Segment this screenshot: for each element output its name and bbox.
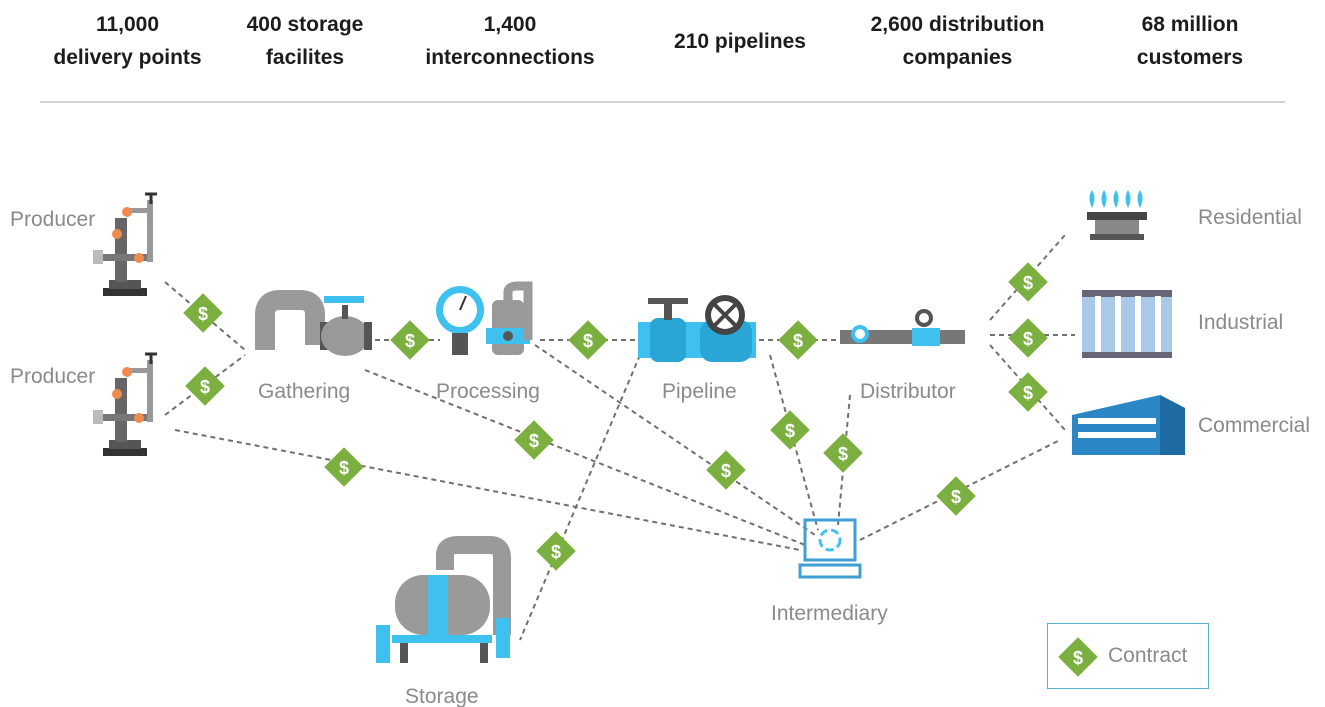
stat-customers: 68 million customers	[1105, 8, 1275, 74]
node-label-intermediary: Intermediary	[771, 602, 888, 625]
contract-diamond-icon	[390, 320, 430, 360]
contract-diamond-icon	[183, 293, 223, 333]
stat-distribution-companies: 2,600 distribution companies	[850, 8, 1065, 74]
contract-diamond-icon	[1008, 318, 1048, 358]
node-label-processing: Processing	[436, 380, 540, 403]
gas-burner-icon	[1087, 190, 1147, 240]
intermediary-laptop-icon	[798, 518, 862, 579]
svg-text:$: $	[1073, 648, 1083, 668]
node-label-distributor: Distributor	[860, 380, 956, 403]
wellhead-icon	[93, 192, 157, 296]
header-divider	[40, 101, 1285, 103]
contract-diamond-icon	[568, 320, 608, 360]
node-label-residential: Residential	[1198, 206, 1302, 229]
stat-delivery-points: 11,000 delivery points	[40, 8, 215, 74]
stat-value: 1,400	[483, 13, 537, 36]
node-label-industrial: Industrial	[1198, 311, 1283, 334]
stat-value: 11,000	[95, 13, 160, 36]
stat-value: 2,600 distribution	[870, 13, 1045, 36]
contract-diamond-icon	[324, 447, 364, 487]
distributor-meter-icon	[840, 309, 965, 346]
contract-diamond-icon	[770, 410, 810, 450]
stat-value: 400 storage	[246, 13, 364, 36]
legend: $ Contract	[1047, 623, 1209, 689]
contract-diamond-icon	[823, 433, 863, 473]
gathering-pipe-icon	[255, 290, 372, 356]
node-label-pipeline: Pipeline	[662, 380, 737, 403]
stats-bar: 11,000 delivery points 400 storage facil…	[0, 0, 1325, 100]
contract-diamond-icon	[778, 320, 818, 360]
processing-gauge-icon	[436, 281, 533, 355]
storage-tank-icon	[376, 536, 511, 663]
stat-interconnections: 1,400 interconnections	[415, 8, 605, 74]
pipeline-valve-icon	[638, 295, 756, 362]
contract-diamond-icon	[185, 366, 225, 406]
commercial-building-icon	[1072, 395, 1185, 455]
stat-label: companies	[902, 46, 1013, 69]
stat-value: 68 million	[1141, 13, 1239, 36]
contract-diamond-icon	[1008, 262, 1048, 302]
contract-diamond-icon	[514, 420, 554, 460]
stat-storage-facilities: 400 storage facilites	[220, 8, 390, 74]
stat-label: customers	[1136, 46, 1244, 69]
node-label-storage: Storage	[405, 685, 479, 707]
wellhead-icon	[93, 352, 157, 456]
stat-pipelines: 210 pipelines	[655, 25, 825, 58]
stat-value: 210 pipelines	[674, 30, 806, 53]
node-label-producer: Producer	[10, 365, 95, 388]
contract-diamond-icon	[1008, 372, 1048, 412]
stat-label: delivery points	[53, 46, 202, 69]
industrial-tank-icon	[1082, 290, 1172, 358]
node-label-commercial: Commercial	[1198, 414, 1310, 437]
node-label-gathering: Gathering	[258, 380, 350, 403]
legend-label: Contract	[1108, 644, 1188, 667]
stat-label: interconnections	[425, 46, 595, 69]
contract-diamond-icon: $	[1058, 637, 1098, 677]
contract-diamond-icon	[536, 531, 576, 571]
contract-diamond-icon	[936, 476, 976, 516]
node-label-producer: Producer	[10, 208, 95, 231]
stat-label: facilites	[265, 46, 345, 69]
